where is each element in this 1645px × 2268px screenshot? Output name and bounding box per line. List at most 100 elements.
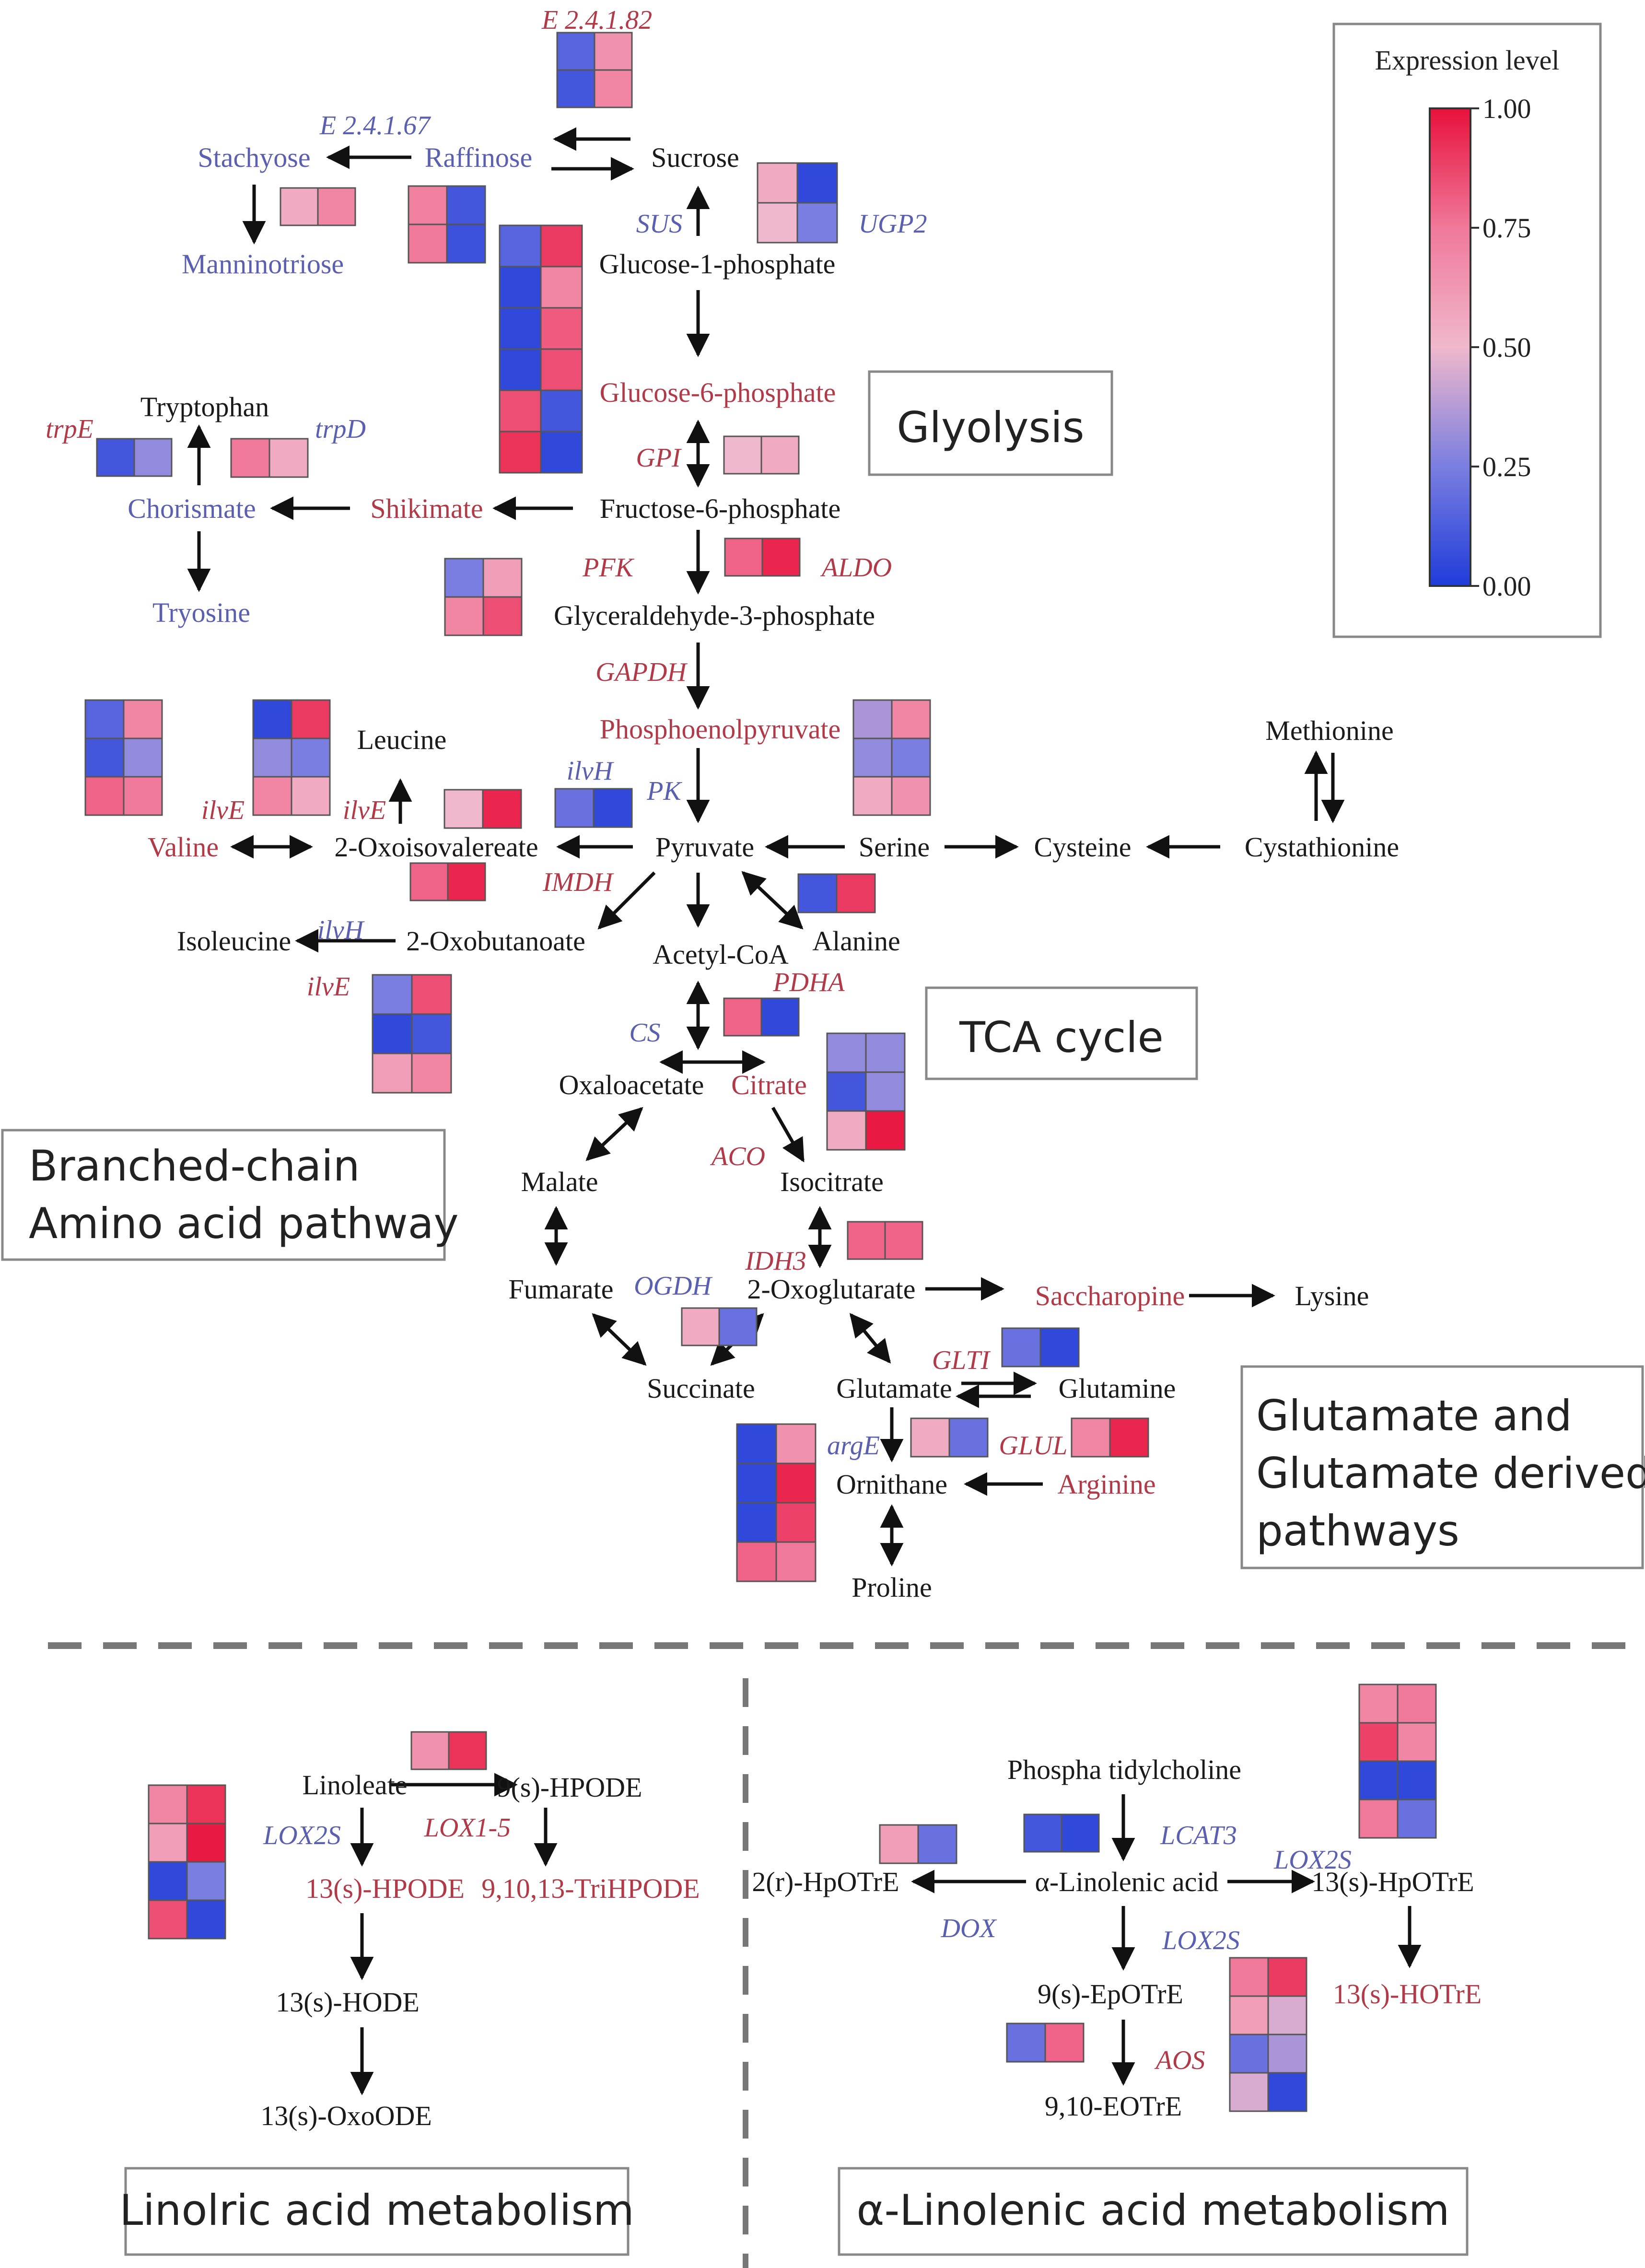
linoleic-label: Linolric acid metabolism (119, 2186, 634, 2235)
metabolite-acetylcoa: Acetyl-CoA (653, 939, 789, 970)
heatmap-cell (410, 1731, 450, 1770)
heatmap-cell (1023, 1813, 1062, 1853)
heatmap-ilve3 (372, 974, 452, 1094)
heatmap-cell (723, 997, 762, 1037)
linolenic-box (838, 2167, 1469, 2256)
glutamate-label-line1: Glutamate and (1256, 1391, 1572, 1440)
heatmap-cell (186, 1899, 226, 1940)
heatmap-lox15 (410, 1731, 487, 1770)
metabolite-trihpode: 9,10,13-TriHPODE (481, 1873, 700, 1904)
heatmap-cell (879, 1824, 919, 1864)
heatmap-cell (280, 187, 319, 226)
metabolite-oxobut: 2-Oxobutanoate (406, 925, 585, 957)
legend-tick-label: 0.50 (1482, 332, 1531, 363)
legend-tick-label: 0.25 (1482, 451, 1531, 482)
heatmap-cell (796, 162, 838, 204)
legend-tick-label: 1.00 (1482, 93, 1531, 124)
metabolite-arginine: Arginine (1057, 1469, 1155, 1500)
heatmap-cell (847, 1221, 886, 1260)
reaction-arrow (771, 1107, 805, 1163)
heatmap-cell (775, 1502, 817, 1543)
glutamate-box (1240, 1365, 1644, 1569)
metabolite-oxaloacetate: Oxaloacetate (559, 1069, 704, 1100)
enzyme-trpd: trpD (315, 414, 366, 444)
enzyme-ilve2: ilvE (343, 795, 386, 825)
heatmap-cell (1229, 2034, 1269, 2074)
heatmap-cell (1006, 2022, 1046, 2063)
heatmap-gpi (723, 435, 800, 475)
metabolite-alanine: Alanine (812, 925, 900, 957)
heatmap-cell (865, 1110, 906, 1151)
enzyme-ilve3: ilvE (307, 972, 350, 1002)
heatmap-cell (408, 223, 448, 264)
heatmap-cell (133, 438, 173, 477)
metabolite-raffinose: Raffinose (425, 142, 532, 173)
heatmap-cell (760, 435, 800, 475)
enzyme-ugp2: UGP2 (858, 209, 927, 239)
tca-cycle-label: TCA cycle (959, 1013, 1164, 1062)
metabolite-stachyose: Stachyose (198, 142, 310, 173)
enzyme-lox2s1: LOX2S (263, 1821, 341, 1850)
heatmap-pdha (723, 997, 800, 1037)
heatmap-cell (148, 1784, 188, 1824)
heatmap-cell (84, 699, 125, 739)
heatmap-cell (372, 1013, 413, 1054)
heatmap-cell (252, 737, 292, 778)
heatmap-cell (826, 1110, 867, 1151)
enzyme-ilve1: ilvE (201, 795, 245, 825)
enzyme-gpi: GPI (636, 443, 682, 473)
heatmap-cell (540, 266, 583, 309)
metabolite-hode13: 13(s)-HODE (276, 1987, 420, 2018)
heatmap-cell (411, 1013, 452, 1054)
heatmap-imdh2 (409, 862, 486, 901)
heatmap-cell (252, 776, 292, 816)
heatmap-cell (408, 185, 448, 225)
heatmap-arge2 (910, 1417, 989, 1458)
heatmap-cell (540, 224, 583, 268)
metabolite-eotre: 9,10-EOTrE (1045, 2091, 1182, 2122)
glycolysis-label: Glyolysis (897, 403, 1084, 452)
metabolite-shikimate: Shikimate (370, 493, 483, 524)
heatmap-hotre13 (1229, 1957, 1307, 2112)
heatmap-cell (482, 596, 523, 636)
enzyme-imdh: IMDH (542, 867, 614, 897)
metabolite-proline: Proline (852, 1572, 932, 1603)
heatmap-e82 (556, 32, 633, 108)
heatmap-cell (891, 737, 931, 778)
metabolite-epotre9: 9(s)-EpOTrE (1038, 1978, 1183, 2010)
heatmap-cell (760, 997, 800, 1037)
heatmap-cell (482, 789, 522, 829)
metabolite-methionine: Methionine (1265, 715, 1393, 746)
metabolite-leucine: Leucine (357, 724, 447, 755)
heatmap-lcat3 (1023, 1813, 1100, 1853)
heatmap-cell (1267, 2072, 1307, 2112)
metabolite-hpotre13: 13(s)-HpOTrE (1311, 1866, 1474, 1897)
glutamate-label-line3: pathways (1256, 1506, 1459, 1555)
heatmap-citrate (826, 1032, 906, 1151)
linoleic-box (124, 2167, 630, 2256)
metabolite-manninotriose: Manninotriose (182, 248, 344, 280)
metabolite-chorismate: Chorismate (128, 493, 256, 524)
branched-chain-label-line2: Amino acid pathway (29, 1199, 459, 1248)
heatmap-cell (852, 776, 893, 816)
heatmap-cell (411, 974, 452, 1015)
heatmap-manninotriose (280, 187, 356, 226)
heatmap-cell (409, 862, 449, 901)
metabolite-linolenic: α-Linolenic acid (1035, 1866, 1218, 1897)
heatmap-cell (447, 862, 486, 901)
heatmap-cell (148, 1823, 188, 1863)
heatmap-cell (1358, 1760, 1399, 1800)
heatmap-cell (96, 438, 135, 477)
heatmap-cell (775, 1541, 817, 1582)
heatmap-cell (891, 699, 931, 739)
heatmap-cell (836, 873, 876, 913)
heatmap-cell (499, 224, 542, 268)
enzyme-lcat3: LCAT3 (1160, 1821, 1237, 1850)
metabolite-citrate: Citrate (731, 1069, 807, 1100)
heatmap-cell (411, 1052, 452, 1094)
heatmap-cell (865, 1032, 906, 1073)
heatmap-ilvh1 (554, 788, 633, 828)
heatmap-raffinose (408, 185, 486, 264)
heatmap-pfk (444, 558, 523, 636)
